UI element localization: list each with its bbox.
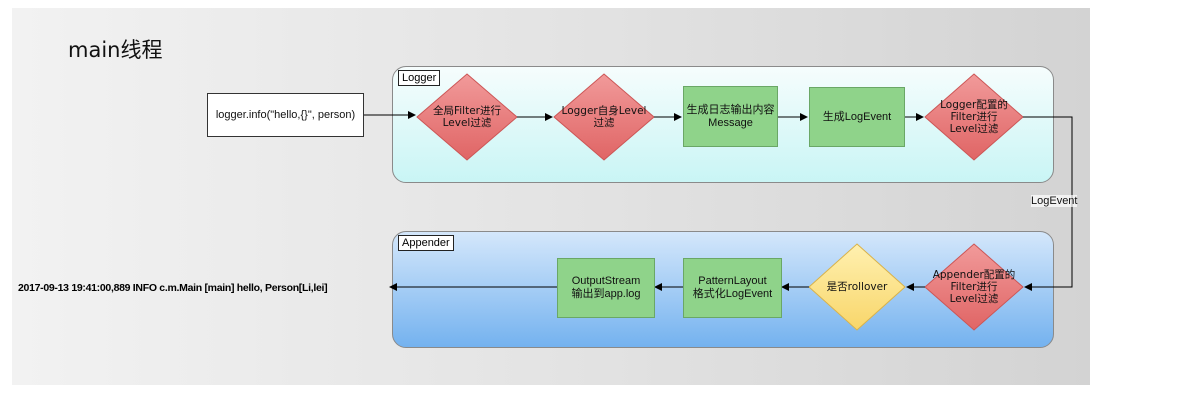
logger-filter-diamond	[924, 73, 1024, 161]
generate-message-box: 生成日志输出内容 Message	[683, 86, 778, 147]
logger-level-diamond	[553, 73, 655, 161]
start-call-box: logger.info("hello,{}", person)	[207, 93, 364, 137]
global-filter-diamond	[416, 73, 518, 161]
generate-logevent-box: 生成LogEvent	[809, 87, 905, 147]
appender-lane-label: Appender	[398, 235, 454, 251]
appender-filter-diamond	[924, 243, 1024, 331]
logger-lane-label: Logger	[398, 70, 441, 86]
pattern-layout-box: PatternLayout 格式化LogEvent	[683, 258, 782, 318]
output-stream-box: OutputStream 输出到app.log	[557, 258, 655, 318]
log-output-text: 2017-09-13 19:41:00,889 INFO c.m.Main [m…	[18, 282, 328, 294]
logevent-edge-label: LogEvent	[1031, 195, 1078, 207]
main-thread-title: main线程	[68, 38, 163, 62]
rollover-diamond	[808, 243, 906, 331]
